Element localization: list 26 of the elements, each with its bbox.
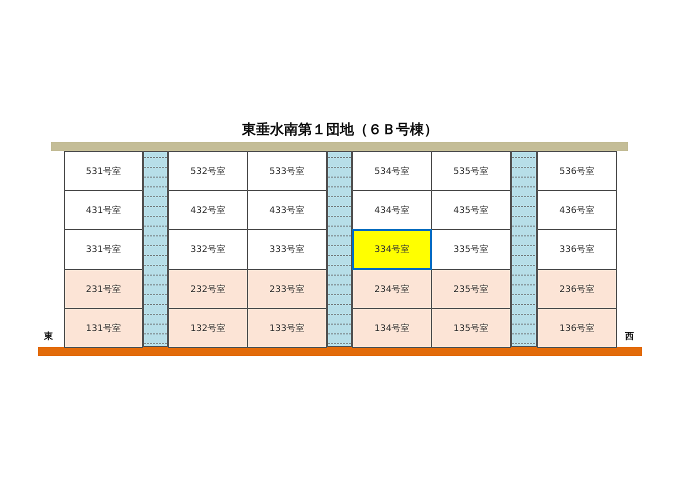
room-cell: 336号室 [537, 229, 617, 270]
room-cell: 232号室 [168, 269, 248, 309]
direction-label: 西 [625, 331, 634, 343]
room-cell: 231号室 [64, 269, 143, 309]
direction-label: 東 [44, 330, 53, 343]
room-cell: 131号室 [64, 308, 143, 348]
room-cell: 236号室 [537, 269, 617, 309]
room-cell: 136号室 [537, 308, 617, 348]
room-cell: 135号室 [431, 308, 511, 348]
room-cell: 536号室 [537, 151, 617, 191]
room-cell: 534号室 [352, 151, 432, 191]
highlighted-room-cell: 334号室 [352, 229, 432, 270]
room-cell: 533号室 [247, 151, 327, 191]
room-cell: 133号室 [247, 308, 327, 348]
room-cell: 234号室 [352, 269, 432, 309]
room-cell: 431号室 [64, 190, 143, 230]
title: 東垂水南第１団地（６Ｂ号棟） [240, 121, 439, 139]
room-cell: 233号室 [247, 269, 327, 309]
room-cell: 132号室 [168, 308, 248, 348]
room-cell: 531号室 [64, 151, 143, 191]
room-cell: 436号室 [537, 190, 617, 230]
room-cell: 235号室 [431, 269, 511, 309]
room-cell: 134号室 [352, 308, 432, 348]
room-cell: 331号室 [64, 229, 143, 270]
room-cell: 535号室 [431, 151, 511, 191]
room-cell: 532号室 [168, 151, 248, 191]
